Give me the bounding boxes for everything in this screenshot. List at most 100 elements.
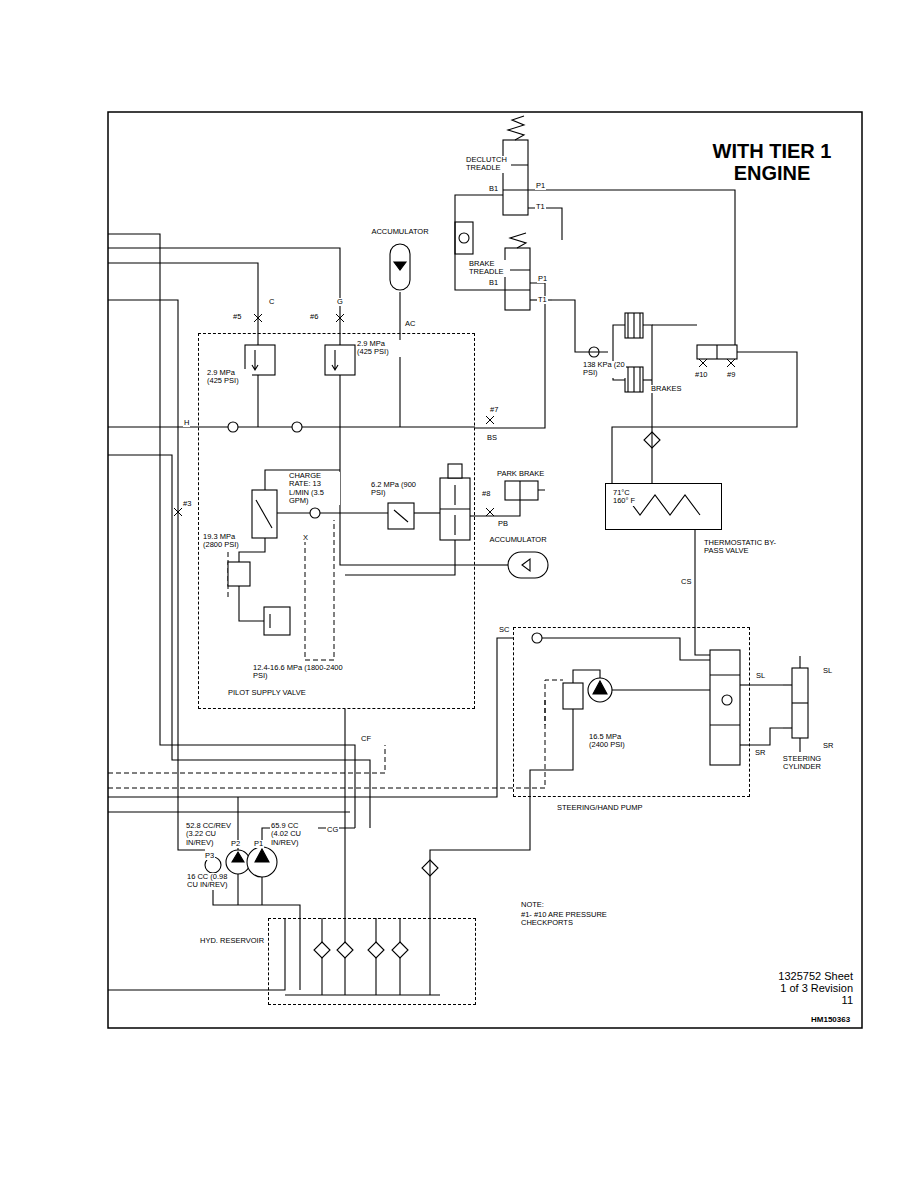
hydraulic-line	[108, 190, 800, 995]
hydraulic-line	[213, 873, 300, 990]
callout-label: 6.2 MPa (900 PSI)	[370, 481, 418, 498]
callout-label: SR	[822, 742, 834, 750]
callout-label: NOTE:	[520, 901, 545, 909]
hydraulic-connector	[455, 195, 462, 290]
hydraulic-line	[799, 738, 800, 752]
component-symbol	[252, 490, 277, 538]
hydraulic-connector	[552, 300, 608, 352]
diagram-title: WITH TIER 1 ENGINE	[696, 140, 848, 184]
component-label: STEERING/HAND PUMP	[556, 804, 658, 812]
component-symbol	[716, 345, 717, 359]
hydraulic-line	[345, 540, 455, 575]
callout-label: 12.4-16.6 MPa (1800-2400 PSI)	[252, 664, 344, 681]
component-symbol	[388, 503, 414, 529]
component-symbol	[226, 850, 250, 874]
hydraulic-line	[108, 455, 370, 828]
callout-label: HM150363	[810, 1016, 851, 1025]
callout-label: B1	[488, 279, 499, 287]
component-symbol	[232, 852, 244, 862]
callout-label: 138 KPa (20 PSI)	[582, 361, 626, 378]
component-symbol	[520, 481, 545, 500]
callout-label: #7	[489, 406, 499, 414]
callout-label: #3	[182, 500, 192, 508]
hydraulic-line	[237, 874, 238, 905]
checkport-mark	[254, 314, 262, 322]
component-symbol	[368, 942, 384, 958]
callout-label: P1	[535, 182, 546, 190]
checkport-mark	[727, 359, 735, 367]
checkport-mark	[174, 508, 182, 516]
hydraulic-connector	[750, 728, 783, 745]
callout-label: 1325752 Sheet 1 of 3 Revision 11	[776, 970, 854, 1006]
hydraulic-line	[528, 208, 562, 240]
pilot-drain-line	[305, 520, 334, 660]
component-label: ACCUMULATOR	[486, 536, 550, 544]
component-symbol	[593, 681, 607, 694]
hydraulic-line	[612, 352, 797, 483]
component-node: ACCUMULATOR	[368, 228, 435, 292]
component-symbol	[264, 607, 290, 635]
hydraulic-connector	[475, 506, 520, 516]
component-node: PARK BRAKE	[494, 470, 551, 506]
component-symbol	[503, 140, 528, 215]
component-node: 71°C 160° FTHERMOSTATIC BY-PASS VALVE	[605, 483, 722, 530]
component-symbol	[337, 942, 353, 958]
hydraulic-line	[652, 324, 697, 325]
component-symbol	[310, 508, 320, 518]
component-node: ACCUMULATOR	[486, 536, 553, 582]
component-symbol	[440, 478, 470, 540]
callout-label: H	[183, 419, 190, 427]
callout-label: P1	[537, 275, 548, 283]
hydraulic-line	[277, 512, 388, 513]
component-symbol	[440, 485, 470, 535]
component-symbol	[532, 633, 542, 643]
callout-label: SL	[755, 672, 766, 680]
callout-label: CF	[360, 735, 372, 743]
callout-label: 2.9 MPa (425 PSI)	[206, 369, 252, 386]
component-symbol	[628, 313, 640, 338]
component-node: STEERING/HAND PUMP	[513, 627, 750, 797]
component-symbol	[247, 847, 277, 877]
hydraulic-connector	[430, 797, 530, 918]
component-symbol	[508, 552, 548, 578]
checkport-mark	[699, 359, 707, 367]
callout-label: B1	[488, 185, 499, 193]
callout-label: G	[336, 298, 344, 306]
callout-label: 16 CC (0.98 CU IN/REV)	[186, 873, 232, 890]
component-symbol	[459, 233, 469, 243]
callout-label: #1- #10 ARE PRESSURE CHECKPORTS	[520, 911, 614, 928]
hydraulic-line	[530, 709, 573, 797]
component-node: STEERING CYLINDER	[783, 665, 819, 740]
component-symbol	[314, 942, 330, 958]
hydraulic-line	[542, 638, 710, 660]
component-symbol	[252, 350, 258, 370]
checkport-mark	[174, 314, 735, 516]
component-symbol	[505, 481, 538, 500]
callout-label: 52.8 CC/REV (3.22 CU IN/REV)	[185, 822, 233, 847]
component-symbol	[625, 313, 643, 338]
component-node: PILOT SUPPLY VALVE	[198, 333, 475, 709]
callout-label: SC	[498, 626, 510, 634]
component-symbol	[390, 244, 410, 290]
callout-label: CHARGE RATE: 13 L/MIN (3.5 GPM)	[288, 472, 340, 505]
component-symbol	[722, 695, 732, 705]
hydraulic-line	[108, 234, 355, 828]
hydraulic-line	[695, 627, 710, 655]
hydraulic-line	[740, 744, 750, 745]
component-symbol	[255, 849, 269, 862]
callout-label: 16.5 MPa (2400 PSI)	[588, 733, 636, 750]
pilot-drain-line	[108, 745, 385, 773]
callout-label: PB	[497, 520, 509, 528]
component-symbol	[269, 614, 270, 628]
callout-label: #8	[481, 490, 491, 498]
callout-label: 2.9 MPa (425 PSI)	[356, 340, 402, 357]
component-label: BRAKE TREADLE	[468, 260, 510, 277]
callout-label: BS	[486, 434, 498, 442]
component-label: PILOT SUPPLY VALVE	[227, 689, 349, 697]
hydraulic-line	[285, 994, 440, 995]
callout-label: #6	[309, 313, 319, 321]
component-label: STEERING CYLINDER	[769, 755, 835, 772]
hydraulic-line	[613, 325, 625, 352]
hydraulic-line	[528, 190, 735, 345]
